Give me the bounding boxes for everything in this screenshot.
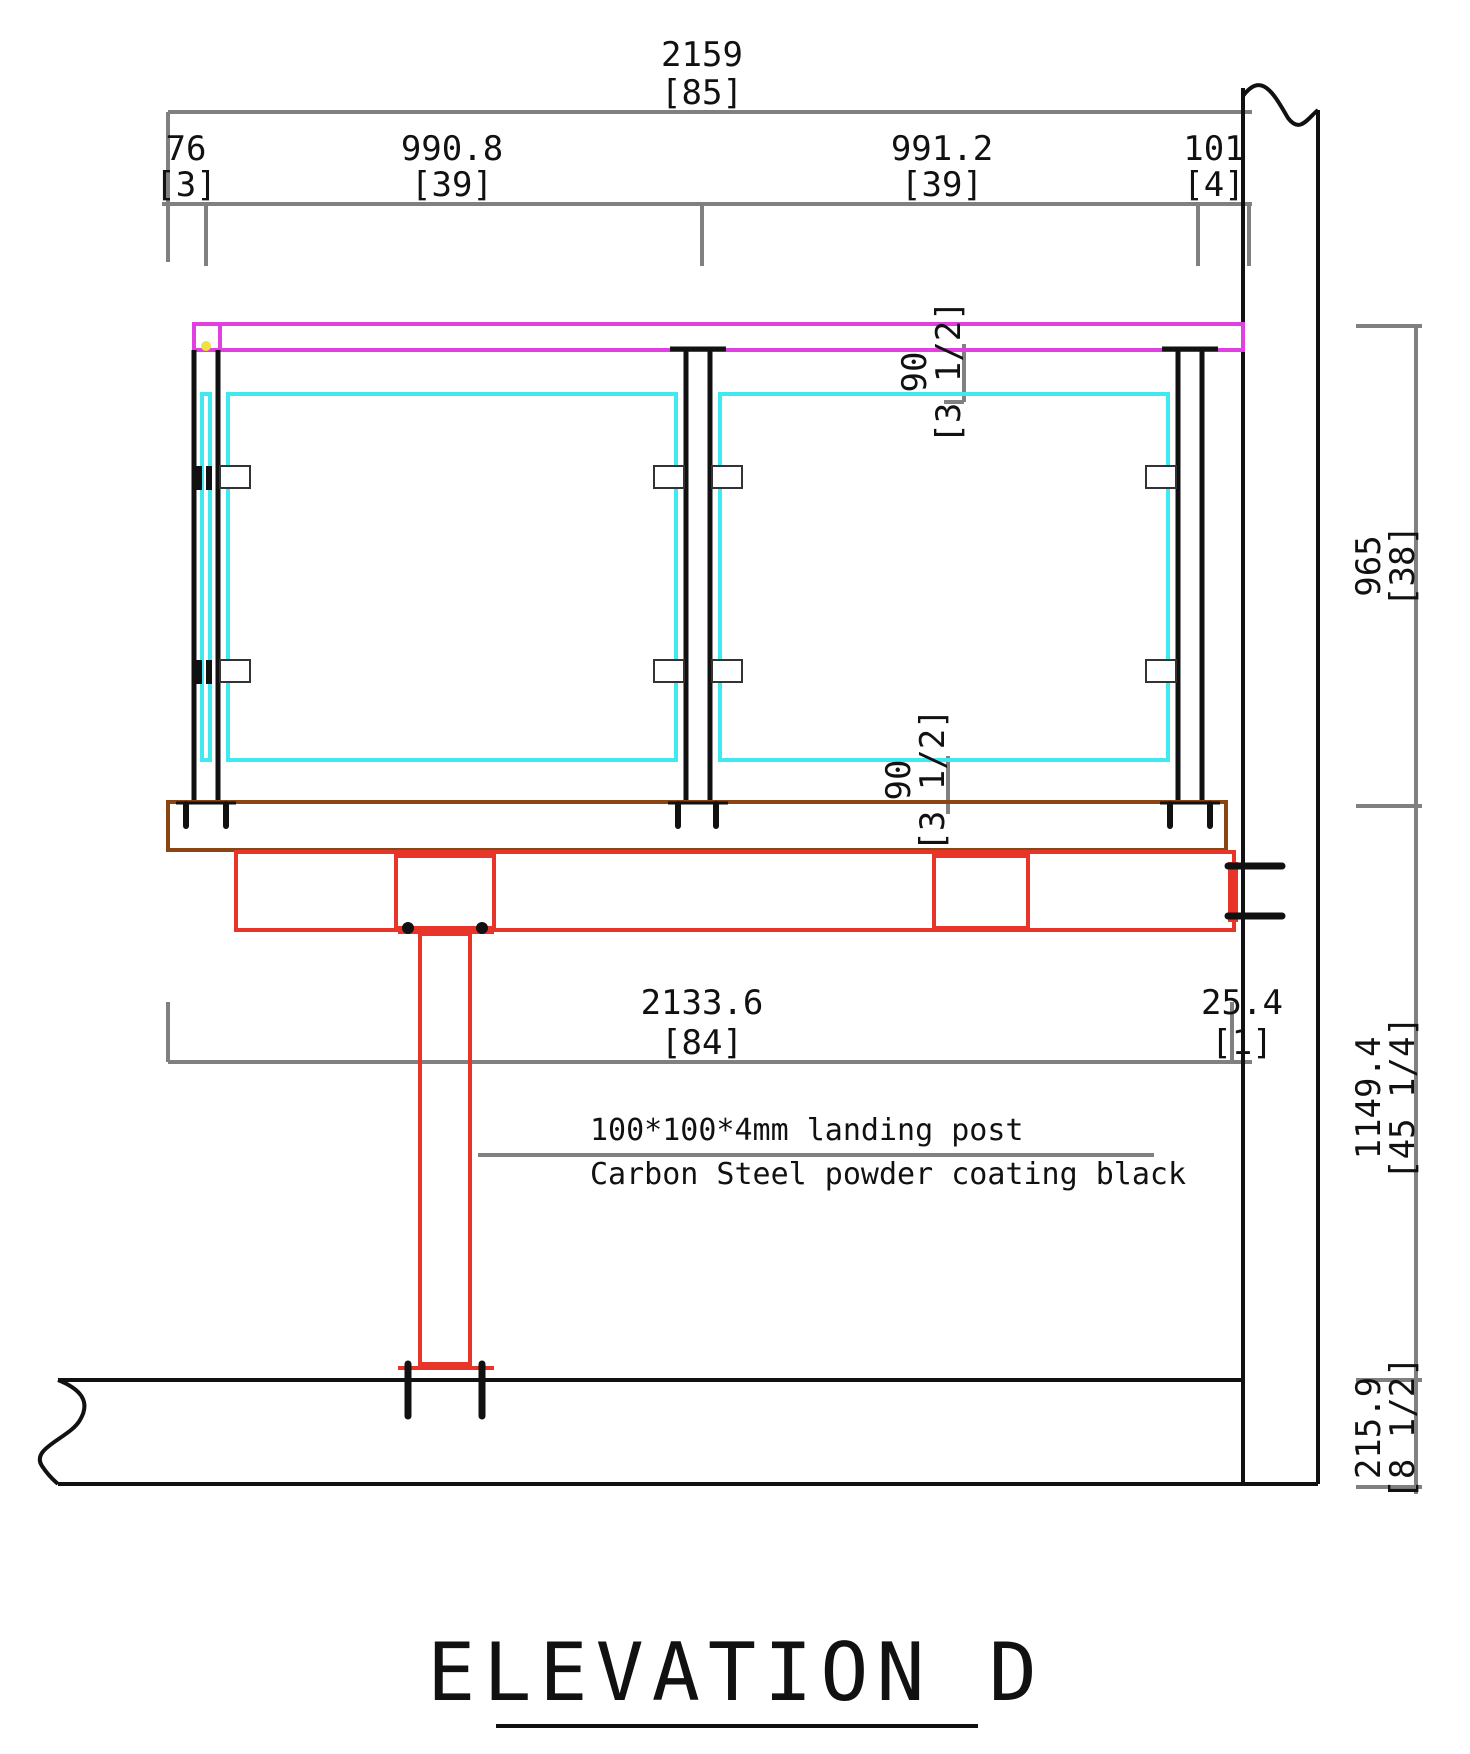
left-end-dim-mm: 76 [166, 129, 207, 169]
rail-height-dim-in: [38] [1383, 525, 1423, 607]
clamp-bolt [206, 660, 212, 684]
clamp-3b [1145, 659, 1177, 683]
glass-clamps [219, 465, 1177, 683]
rail-height-dim-mm: 965 [1349, 535, 1389, 596]
top-plate-bolts [402, 922, 488, 934]
right-end-dim-mm: 101 [1183, 129, 1244, 169]
glass-panels [200, 392, 1170, 762]
plate-bolt [402, 922, 414, 934]
bottom-gap-dim-in: [3 1/2] [913, 708, 953, 851]
drawing-title: ELEVATION D [427, 1626, 1045, 1719]
wall-break-symbol [1241, 83, 1320, 127]
plate-bolt [476, 922, 488, 934]
note-line-1: 100*100*4mm landing post [590, 1113, 1023, 1148]
note-line-2: Carbon Steel powder coating black [590, 1157, 1186, 1192]
bottom-gap-dim-mm: 90 [879, 760, 919, 801]
floor-thk-dim-in: [8 1/2] [1383, 1356, 1423, 1499]
clamp-bolt [196, 466, 202, 490]
handrail [192, 322, 1245, 352]
deck-board [166, 800, 1228, 852]
beam-offset-dim-mm: 25.4 [1201, 983, 1283, 1023]
floor-anchors [404, 1360, 486, 1420]
floor-thk-dim-mm: 215.9 [1349, 1377, 1389, 1479]
deck-height-dim-in: [45 1/4] [1383, 1016, 1423, 1180]
clamp-1a [219, 465, 251, 489]
beam-span-dim-in: [84] [661, 1023, 743, 1063]
floor-break-symbol [37, 1378, 87, 1486]
clamp-bolt [196, 660, 202, 684]
clamp-1b [219, 659, 251, 683]
steel-frame [234, 850, 1238, 1370]
overall-dim-mm: 2159 [661, 35, 743, 75]
glass-panel-2 [718, 392, 1170, 762]
deck-height-dim-mm: 1149.4 [1349, 1037, 1389, 1160]
posts [191, 346, 1218, 802]
landing-post [418, 932, 472, 1366]
handrail-top-rail [192, 322, 1245, 352]
building-structure [37, 83, 1320, 1486]
wall-anchors [1224, 862, 1286, 920]
steel-joist-2 [932, 854, 1030, 930]
clamp-2d [711, 659, 743, 683]
clamp-bolt [206, 466, 212, 490]
dimension-labels: 2159 [85] 76 [3] 990.8 [39] 991.2 [39] 1… [155, 35, 1423, 1500]
overall-dim-in: [85] [661, 73, 743, 113]
bay2-dim-in: [39] [901, 165, 983, 205]
bay1-dim-in: [39] [411, 165, 493, 205]
bay1-dim-mm: 990.8 [401, 129, 503, 169]
steel-joist-1 [394, 854, 496, 930]
post-base-bolts [183, 801, 1213, 829]
clamp-bolts [196, 466, 212, 684]
top-gap-dim-in: [3 1/2] [929, 300, 969, 443]
glass-edge-panel [200, 392, 212, 762]
handrail-end-marker [201, 341, 211, 351]
clamp-3a [1145, 465, 1177, 489]
bay2-dim-mm: 991.2 [891, 129, 993, 169]
beam-span-dim-mm: 2133.6 [641, 983, 764, 1023]
right-end-dim-in: [4] [1183, 165, 1244, 205]
glass-panel-1 [226, 392, 678, 762]
left-end-dim-in: [3] [155, 165, 216, 205]
beam-offset-dim-in: [1] [1211, 1023, 1272, 1063]
clamp-2c [653, 659, 685, 683]
top-gap-dim-mm: 90 [895, 352, 935, 393]
dimension-lines [162, 110, 1422, 1494]
steel-beam [234, 850, 1236, 932]
clamp-2a [653, 465, 685, 489]
clamp-2b [711, 465, 743, 489]
